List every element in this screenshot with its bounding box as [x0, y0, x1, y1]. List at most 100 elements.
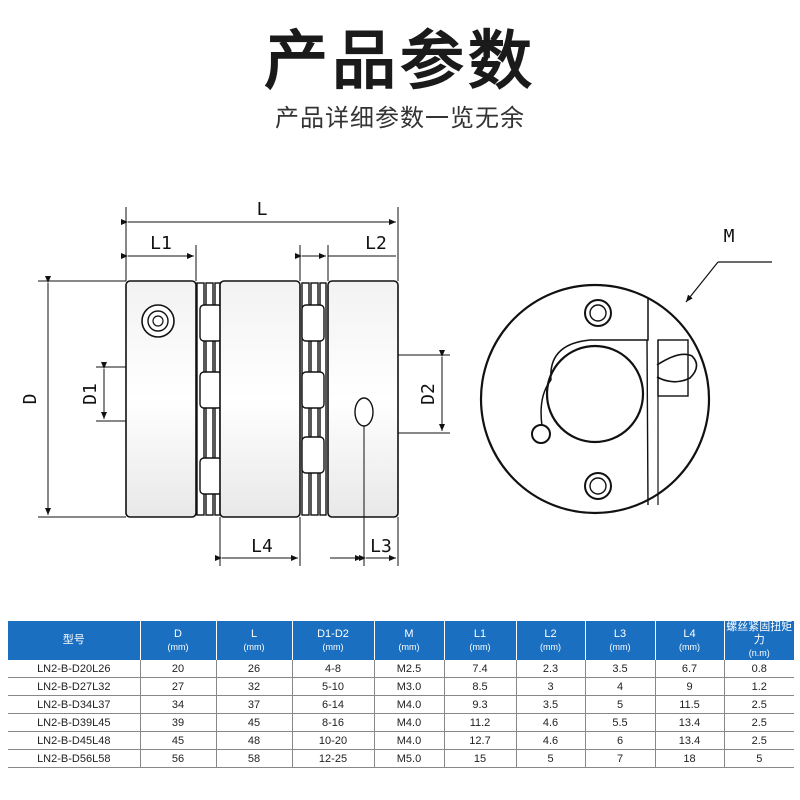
dim-L1: [121, 245, 197, 281]
dim-D: [38, 276, 126, 518]
column-header: L1(mm): [443, 621, 516, 660]
value-cell: 26: [215, 660, 292, 678]
value-cell: 5: [723, 749, 794, 768]
value-cell: 8-16: [291, 713, 374, 732]
end-view: [479, 283, 711, 515]
dim-D2-label: D2: [418, 383, 439, 405]
column-header-name: D1-D2: [317, 627, 349, 640]
value-cell: 2.5: [723, 713, 794, 732]
value-cell: 27: [139, 677, 216, 696]
value-cell: 32: [215, 677, 292, 696]
value-cell: 8.5: [443, 677, 516, 696]
column-header-name: D: [174, 627, 182, 640]
dim-D2: [398, 350, 450, 434]
value-cell: 58: [215, 749, 292, 768]
dim-L3-label: L3: [370, 536, 392, 557]
value-cell: 2.5: [723, 695, 794, 714]
column-header-name: 螺丝紧固扭矩力: [726, 621, 793, 646]
left-hub-screw-icon: [141, 304, 175, 338]
value-cell: M2.5: [373, 660, 444, 678]
column-header-unit: (n.m): [748, 648, 770, 658]
value-cell: 9.3: [443, 695, 516, 714]
column-header: 螺丝紧固扭矩力 (n.m): [723, 621, 794, 660]
value-cell: 12-25: [291, 749, 374, 768]
column-header: M(mm): [373, 621, 444, 660]
value-cell: 4.6: [515, 713, 585, 732]
dim-M-label: M: [724, 226, 735, 247]
dim-L3: [330, 426, 399, 566]
value-cell: 7: [584, 749, 655, 768]
column-header-name: L4: [683, 627, 696, 640]
dim-M-leader: [685, 261, 772, 303]
value-cell: 4: [584, 677, 655, 696]
column-header-unit: (mm): [243, 641, 265, 652]
right-hub-screw-icon: [354, 397, 374, 427]
value-cell: 13.4: [654, 731, 724, 750]
dim-D1-label: D1: [80, 383, 101, 405]
right-diaphragm: [301, 282, 327, 516]
column-header-name: L: [250, 627, 258, 640]
column-header-unit: (mm): [167, 641, 189, 652]
value-cell: 12.7: [443, 731, 516, 750]
value-cell: M3.0: [373, 677, 444, 696]
value-cell: M5.0: [373, 749, 444, 768]
value-cell: 2.3: [515, 660, 585, 678]
value-cell: 6-14: [291, 695, 374, 714]
column-header-unit: (mm): [540, 641, 561, 652]
column-header: L2(mm): [515, 621, 585, 660]
value-cell: 10-20: [291, 731, 374, 750]
page-title: 产品参数: [264, 25, 536, 99]
value-cell: 34: [139, 695, 216, 714]
value-cell: 5.5: [584, 713, 655, 732]
column-header-unit: (mm): [398, 641, 420, 652]
value-cell: 5: [584, 695, 655, 714]
value-cell: 39: [139, 713, 216, 732]
dim-D1: [96, 362, 126, 422]
column-header: L4(mm): [654, 621, 724, 660]
dim-L2-label: L2: [365, 233, 387, 254]
value-cell: 4.6: [515, 731, 585, 750]
model-cell: LN2-B-D20L26: [8, 660, 140, 678]
value-cell: M4.0: [373, 713, 444, 732]
value-cell: 3.5: [584, 660, 655, 678]
dim-D-label: D: [20, 394, 41, 405]
value-cell: M4.0: [373, 731, 444, 750]
value-cell: 45: [139, 731, 216, 750]
dim-L1-label: L1: [150, 233, 172, 254]
value-cell: 15: [443, 749, 516, 768]
value-cell: 48: [215, 731, 292, 750]
column-header-name: L1: [473, 627, 487, 640]
value-cell: 56: [139, 749, 216, 768]
end-view-lower-bolt-icon: [584, 472, 612, 500]
value-cell: 3: [515, 677, 585, 696]
value-cell: 9: [654, 677, 724, 696]
value-cell: 3.5: [515, 695, 585, 714]
coupling-technical-drawing: L L1 L2 D D1 D2 L4: [20, 199, 772, 566]
value-cell: 5: [515, 749, 585, 768]
dim-L: [121, 207, 399, 281]
value-cell: 6: [584, 731, 655, 750]
column-header: L3(mm): [584, 621, 655, 660]
center-spacer: [219, 280, 301, 518]
value-cell: 6.7: [654, 660, 724, 678]
end-view-set-screw-icon: [531, 424, 551, 444]
model-cell: LN2-B-D27L32: [8, 677, 140, 696]
column-header-name: L2: [544, 627, 557, 640]
value-cell: 0.8: [723, 660, 794, 678]
model-cell: LN2-B-D45L48: [8, 731, 140, 750]
dim-L4: [215, 517, 301, 566]
column-header-unit: (mm): [469, 641, 491, 652]
dim-L2: [295, 245, 396, 281]
end-view-upper-bolt-icon: [584, 299, 612, 327]
value-cell: M4.0: [373, 695, 444, 714]
value-cell: 5-10: [291, 677, 374, 696]
model-cell: LN2-B-D56L58: [8, 749, 140, 768]
